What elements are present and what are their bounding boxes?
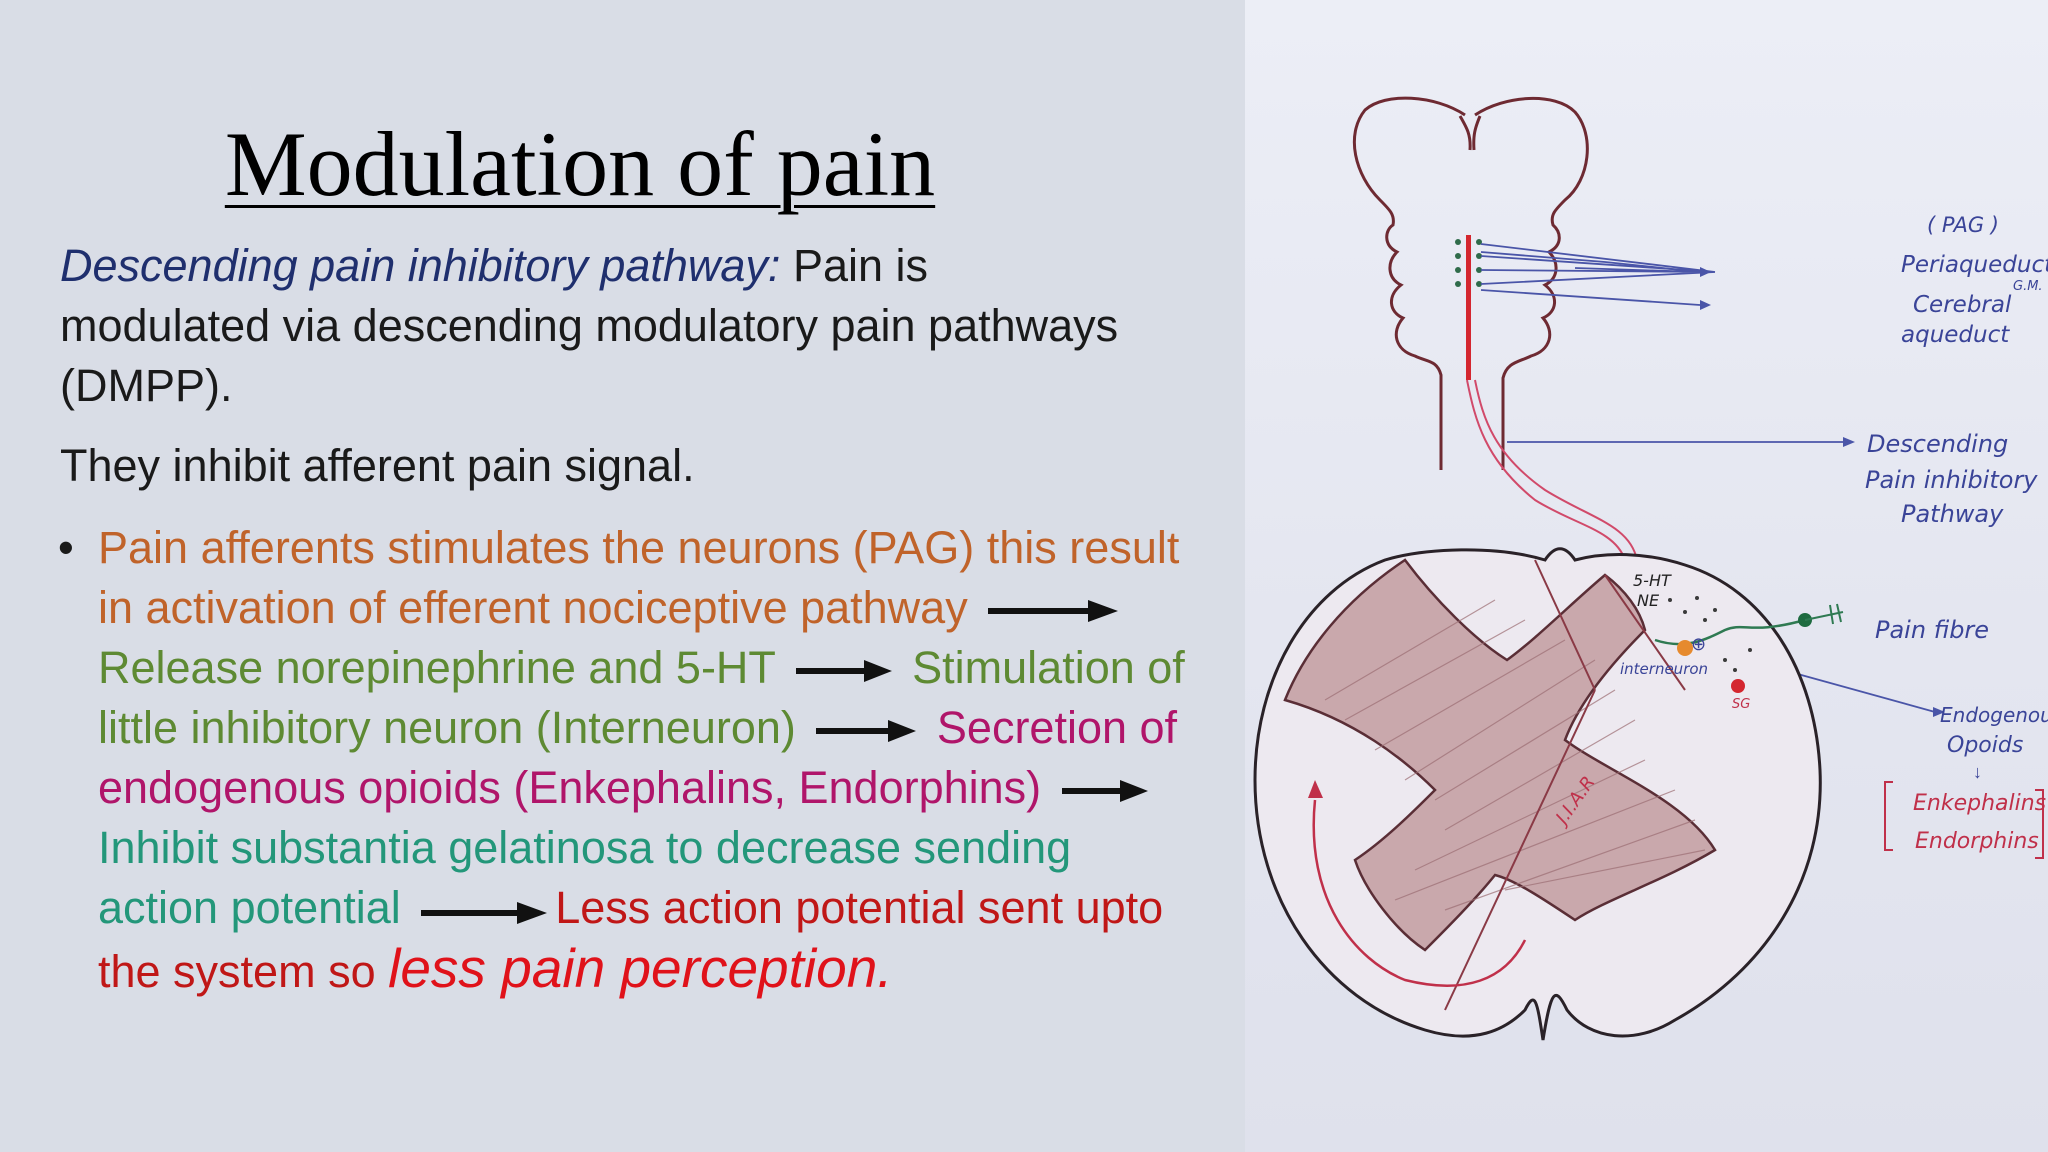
bracket [1884, 781, 2044, 859]
pag-neurons [1455, 239, 1482, 287]
endogenous-label: Endogenous [1940, 703, 2048, 727]
sg-cell [1731, 679, 1745, 693]
intro-paragraph: Descending pain inhibitory pathway: Pain… [60, 236, 1150, 416]
intro-text: Pain is modulated via descending modulat… [60, 240, 1119, 411]
step-less-ap: Less action potential sent upto the syst… [98, 882, 1164, 997]
descending-tract [1474, 379, 1638, 561]
arrow-icon [421, 902, 548, 925]
pag-label: ( PAG ) [1927, 213, 1999, 237]
opoids-label: Opoids [1947, 733, 2023, 758]
arrow-icon [1308, 780, 1323, 798]
aqueduct-label: aqueduct [1901, 322, 2010, 348]
arrow-icon [1700, 300, 1711, 310]
bullet-marker: • [58, 522, 74, 573]
step-interneuron: Stimulation of little inhibitory neuron … [98, 642, 1185, 753]
arrow-icon [988, 600, 1119, 623]
page-title: Modulation of pain [224, 113, 936, 215]
five-ht-label: 5-HT [1633, 571, 1672, 590]
step-inhibit-sg: Inhibit substantia gelatinosa to decreas… [98, 822, 1072, 933]
step-release-ne-5ht: Release norepinephrine and 5-HT [98, 642, 776, 693]
midbrain-notch [1458, 115, 1482, 151]
arrow-icon [1933, 707, 1945, 717]
pain-fibre-ending [1804, 603, 1844, 625]
sg-label: SG [1732, 697, 1750, 712]
enkephalins-label: Enkephalins [1913, 791, 2046, 816]
grey-matter-shading [1324, 599, 1706, 911]
text-panel: Modulation of pain Descending pain inhib… [58, 113, 1198, 1002]
step-pag-activation: Pain afferents stimulates the neurons (P… [98, 522, 1180, 633]
inhibit-statement: They inhibit afferent pain signal. [60, 440, 695, 491]
pain-inhibitory-label: Pain inhibitory [1865, 466, 2038, 494]
down-arrow-icon: ↓ [1973, 762, 1982, 782]
descending-label: Descending [1867, 430, 2008, 458]
plus-icon: ⊕ [1691, 634, 1706, 654]
arrow-icon [1700, 267, 1711, 277]
cerebral-aqueduct [1466, 235, 1471, 380]
diagram-photo: ( PAG ) Periaqueducta G.M. Cerebral aque… [1245, 0, 2048, 1152]
arrow-icon [1061, 780, 1148, 803]
endorphins-label: Endorphins [1915, 829, 2039, 854]
interneuron-label: interneuron [1620, 660, 1708, 678]
ne-label: NE [1637, 591, 1660, 610]
step-opioid-secretion: Secretion of endogenous opioids (Enkepha… [98, 702, 1178, 813]
ascending-tract [1312, 799, 1527, 987]
pain-fibre-label: Pain fibre [1875, 616, 1989, 644]
cerebral-label: Cerebral [1913, 292, 2012, 318]
interneuron-cell [1677, 640, 1693, 656]
periaqueductal-label: Periaqueducta [1901, 252, 2048, 278]
pathway-term: Descending pain inhibitory pathway: [60, 240, 781, 291]
arrow-icon [1843, 437, 1855, 447]
mechanism-bullet: Pain afferents stimulates the neurons (P… [98, 518, 1198, 1002]
arrow-icon [795, 660, 892, 683]
dorsal-horn-region [1444, 559, 1686, 1011]
pathway-label: Pathway [1901, 500, 2004, 528]
midbrain-outline [1474, 96, 1589, 470]
midbrain-outline [1352, 96, 1466, 470]
neurotransmitter-dots [1668, 596, 1752, 672]
gm-label: G.M. [2013, 279, 2043, 294]
arrow-icon [816, 720, 917, 743]
spinal-cord-diagram: ( PAG ) Periaqueducta G.M. Cerebral aque… [1253, 96, 2048, 1041]
conclusion-text: less pain perception. [388, 937, 893, 999]
